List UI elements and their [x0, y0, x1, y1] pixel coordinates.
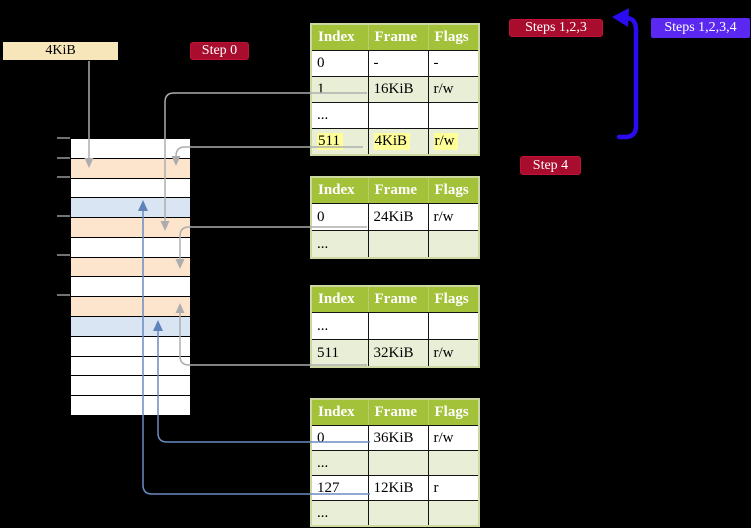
- column-header-flags: Flags: [427, 177, 479, 204]
- recursive-loop-arrow: [612, 8, 639, 140]
- cell-index: 127: [311, 475, 368, 501]
- steps-1-2-3-label: Steps 1,2,3: [509, 19, 603, 37]
- table-row: ...: [311, 230, 479, 258]
- page-table-level4: Index Frame Flags 0 - - 1 16KiB r/w ... …: [310, 23, 480, 156]
- cell-frame: [367, 500, 428, 526]
- column-header-index: Index: [311, 177, 368, 204]
- column-header-index: Index: [311, 399, 368, 426]
- table-header-row: Index Frame Flags: [311, 399, 479, 426]
- column-header-frame: Frame: [367, 399, 428, 426]
- table-row: ...: [311, 102, 479, 129]
- cell-frame: 32KiB: [367, 339, 428, 367]
- memory-frame-row-page-table: [71, 218, 190, 238]
- cell-flags: r/w: [427, 128, 479, 155]
- cell-flags: -: [427, 50, 479, 77]
- cell-flags: [427, 312, 479, 340]
- table-row: 0 24KiB r/w: [311, 203, 479, 231]
- cell-index: ...: [311, 312, 368, 340]
- page-table-level2: Index Frame Flags ... 511 32KiB r/w: [310, 285, 480, 368]
- table-row: 0 36KiB r/w: [311, 425, 479, 451]
- memory-address-ticks: [57, 137, 70, 296]
- memory-frame-row-page-table: [71, 158, 190, 179]
- column-header-index: Index: [311, 24, 368, 51]
- cell-flags: r: [427, 475, 479, 501]
- step-4-label: Step 4: [520, 156, 581, 175]
- cell-flags: r/w: [427, 339, 479, 367]
- table-row: ...: [311, 500, 479, 526]
- page-table-level1: Index Frame Flags 0 36KiB r/w ... 127 12…: [310, 398, 480, 527]
- cell-flags: r/w: [427, 425, 479, 451]
- memory-frame-row: [71, 277, 190, 298]
- column-header-flags: Flags: [427, 399, 479, 426]
- table-header-row: Index Frame Flags: [311, 24, 479, 51]
- memory-frame-row-page-table: [71, 297, 190, 318]
- steps-1-2-3-4-label: Steps 1,2,3,4: [651, 18, 750, 38]
- cell-index: 0: [311, 425, 368, 451]
- memory-frame-row: [71, 178, 190, 199]
- memory-frame-row: [71, 336, 190, 357]
- frame-size-label: 4KiB: [3, 42, 118, 60]
- column-header-flags: Flags: [427, 286, 479, 313]
- column-header-frame: Frame: [367, 24, 428, 51]
- table-header-row: Index Frame Flags: [311, 286, 479, 313]
- cell-frame: [367, 450, 428, 476]
- loop-arrow-shaft: [616, 15, 639, 140]
- cell-frame: 12KiB: [367, 475, 428, 501]
- cell-index: 0: [311, 50, 368, 77]
- cell-flags: [427, 450, 479, 476]
- table-row-recursive-entry: 511 4KiB r/w: [311, 128, 479, 155]
- cell-flags: [427, 230, 479, 258]
- highlighted-value: r/w: [433, 133, 458, 150]
- physical-memory-column: [70, 138, 191, 416]
- page-table-level3: Index Frame Flags 0 24KiB r/w ...: [310, 176, 480, 259]
- cell-frame: 16KiB: [367, 76, 428, 103]
- memory-frame-row: [71, 356, 190, 377]
- table-row: 0 - -: [311, 50, 479, 77]
- highlighted-value: 4KiB: [373, 133, 411, 150]
- cell-index: 511: [311, 339, 368, 367]
- table-row: 127 12KiB r: [311, 475, 479, 501]
- cell-frame: 4KiB: [367, 128, 428, 155]
- cell-index: 0: [311, 203, 368, 231]
- column-header-index: Index: [311, 286, 368, 313]
- table-row: 1 16KiB r/w: [311, 76, 479, 103]
- cell-index: ...: [311, 500, 368, 526]
- table-header-row: Index Frame Flags: [311, 177, 479, 204]
- cell-frame: -: [367, 50, 428, 77]
- table-row: 511 32KiB r/w: [311, 339, 479, 367]
- memory-frame-row: [71, 237, 190, 258]
- memory-frame-row-mapped: [71, 317, 190, 337]
- cell-frame: [367, 312, 428, 340]
- cell-frame: 24KiB: [367, 203, 428, 231]
- highlighted-value: 511: [317, 133, 343, 150]
- memory-frame-row: [71, 376, 190, 397]
- memory-frame-row-mapped: [71, 198, 190, 219]
- step-0-label: Step 0: [190, 42, 249, 60]
- cell-frame: [367, 102, 428, 129]
- cell-frame: [367, 230, 428, 258]
- cell-flags: r/w: [427, 203, 479, 231]
- table-row: ...: [311, 450, 479, 476]
- table-row: ...: [311, 312, 479, 340]
- memory-frame-row: [71, 396, 190, 415]
- cell-index: 511: [311, 128, 368, 155]
- memory-frame-row: [71, 139, 190, 159]
- column-header-flags: Flags: [427, 24, 479, 51]
- cell-flags: r/w: [427, 76, 479, 103]
- cell-flags: [427, 102, 479, 129]
- cell-flags: [427, 500, 479, 526]
- cell-index: 1: [311, 76, 368, 103]
- cell-frame: 36KiB: [367, 425, 428, 451]
- column-header-frame: Frame: [367, 286, 428, 313]
- cell-index: ...: [311, 102, 368, 129]
- column-header-frame: Frame: [367, 177, 428, 204]
- memory-frame-row-page-table: [71, 257, 190, 278]
- cell-index: ...: [311, 230, 368, 258]
- cell-index: ...: [311, 450, 368, 476]
- arrowhead-left-icon: [612, 8, 629, 27]
